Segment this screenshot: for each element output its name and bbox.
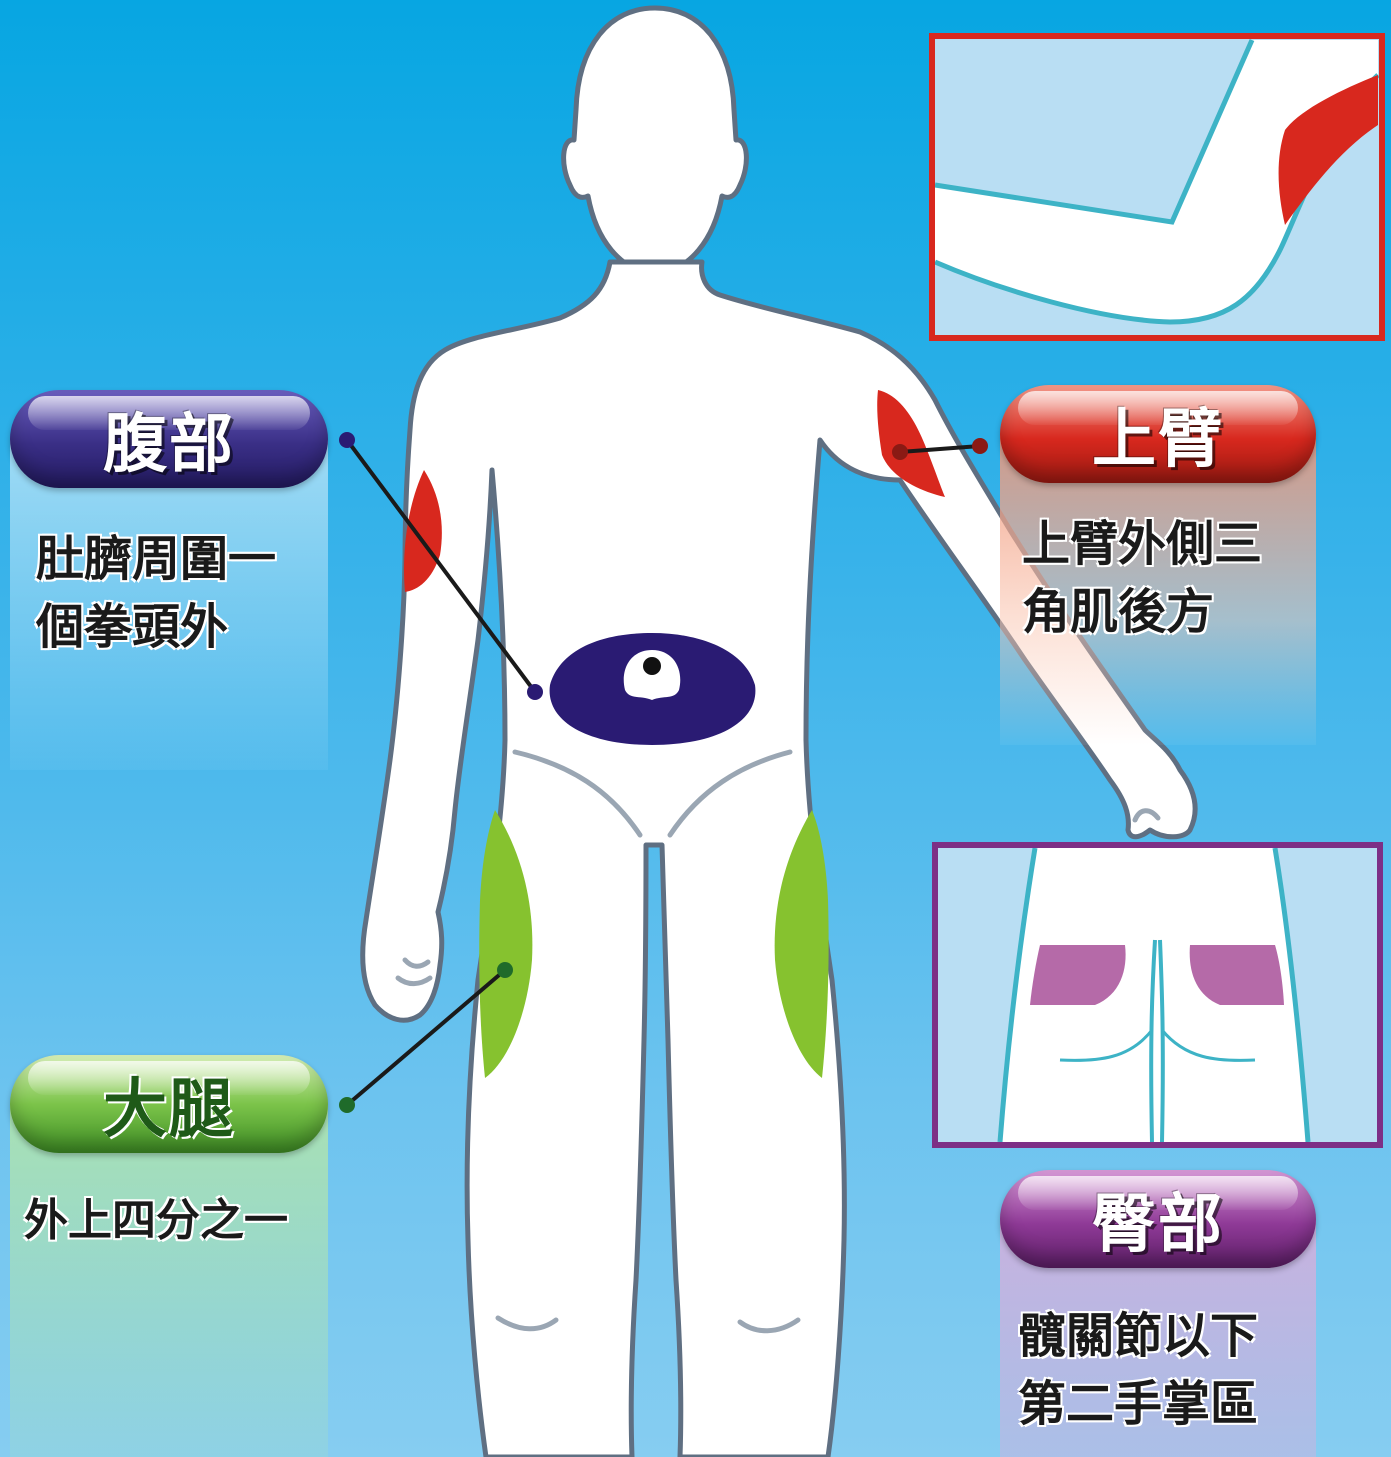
abdomen-panel-fade — [10, 440, 328, 770]
upper-arm-panel-fade — [1000, 435, 1316, 745]
abdomen-panel: 腹部 肚臍周圍一 個拳頭外 — [10, 390, 328, 770]
upper-arm-desc-line-2: 角肌後方 — [1022, 584, 1215, 640]
thigh-title: 大腿 — [103, 1073, 235, 1147]
left-thigh-zone — [479, 810, 533, 1078]
upper-arm-inset — [929, 33, 1385, 341]
abdomen-description: 肚臍周圍一 個拳頭外 — [36, 525, 336, 661]
abdomen-leader-dot-end — [527, 684, 543, 700]
thigh-desc-line-1: 外上四分之一 — [24, 1195, 288, 1246]
arm-leader-dot-end — [892, 444, 908, 460]
abdomen-title: 腹部 — [103, 408, 235, 482]
abdomen-zone — [549, 633, 756, 745]
right-thigh-zone — [774, 810, 829, 1078]
upper-arm-panel: 上臂 上臂外側三 角肌後方 — [1000, 385, 1316, 745]
thigh-description: 外上四分之一 — [24, 1187, 324, 1255]
inset-buttock-zone-right — [1189, 945, 1284, 1005]
upper-arm-desc-line-1: 上臂外側三 — [1022, 516, 1263, 572]
inset-buttock-zone-left — [1030, 945, 1126, 1005]
buttocks-description: 髖關節以下 第二手掌區 — [1018, 1302, 1318, 1438]
navel-dot — [643, 657, 661, 675]
upper-arm-description: 上臂外側三 角肌後方 — [1022, 510, 1322, 646]
buttocks-desc-line-1: 髖關節以下 — [1018, 1308, 1259, 1364]
left-upper-arm-zone — [403, 470, 442, 592]
thigh-panel-fade — [10, 1105, 328, 1457]
upper-arm-title-pill: 上臂 — [1000, 385, 1316, 483]
torso-and-limbs — [360, 259, 1198, 1457]
thigh-leader-dot-start — [339, 1097, 355, 1113]
buttocks-desc-line-2: 第二手掌區 — [1018, 1376, 1259, 1432]
thigh-panel: 大腿 外上四分之一 — [10, 1055, 328, 1457]
abdomen-leader-dot-start — [339, 432, 355, 448]
right-upper-arm-zone — [877, 390, 945, 497]
buttocks-panel: 臀部 髖關節以下 第二手掌區 — [1000, 1170, 1316, 1457]
body-figure — [360, 5, 1198, 1457]
head — [561, 5, 749, 278]
buttocks-title-pill: 臀部 — [1000, 1170, 1316, 1268]
abdomen-title-pill: 腹部 — [10, 390, 328, 488]
abdomen-desc-line-2: 個拳頭外 — [36, 599, 229, 655]
buttocks-inset — [932, 842, 1383, 1148]
thigh-title-pill: 大腿 — [10, 1055, 328, 1153]
leader-lines — [345, 438, 981, 1107]
thigh-leader-dot-end — [497, 962, 513, 978]
upper-arm-title: 上臂 — [1092, 403, 1224, 477]
body-details — [395, 749, 1161, 1334]
inset-arm-zone — [1278, 75, 1378, 225]
arm-leader-dot-start — [972, 438, 988, 454]
abdomen-desc-line-1: 肚臍周圍一 — [36, 531, 277, 587]
buttocks-title: 臀部 — [1092, 1188, 1224, 1262]
